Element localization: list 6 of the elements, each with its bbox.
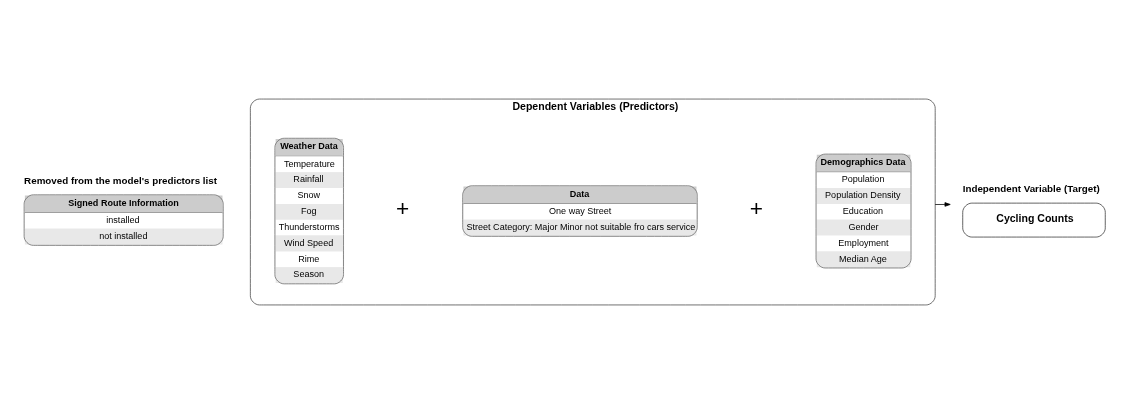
label: + [749,196,764,222]
node-label: Removed from the model's predictors list [24,174,217,186]
arrow [934,202,951,207]
label: + [396,196,410,222]
node-box: Cycling Counts [962,202,1106,238]
node-label: Independent Variable (Target) [962,183,1100,195]
